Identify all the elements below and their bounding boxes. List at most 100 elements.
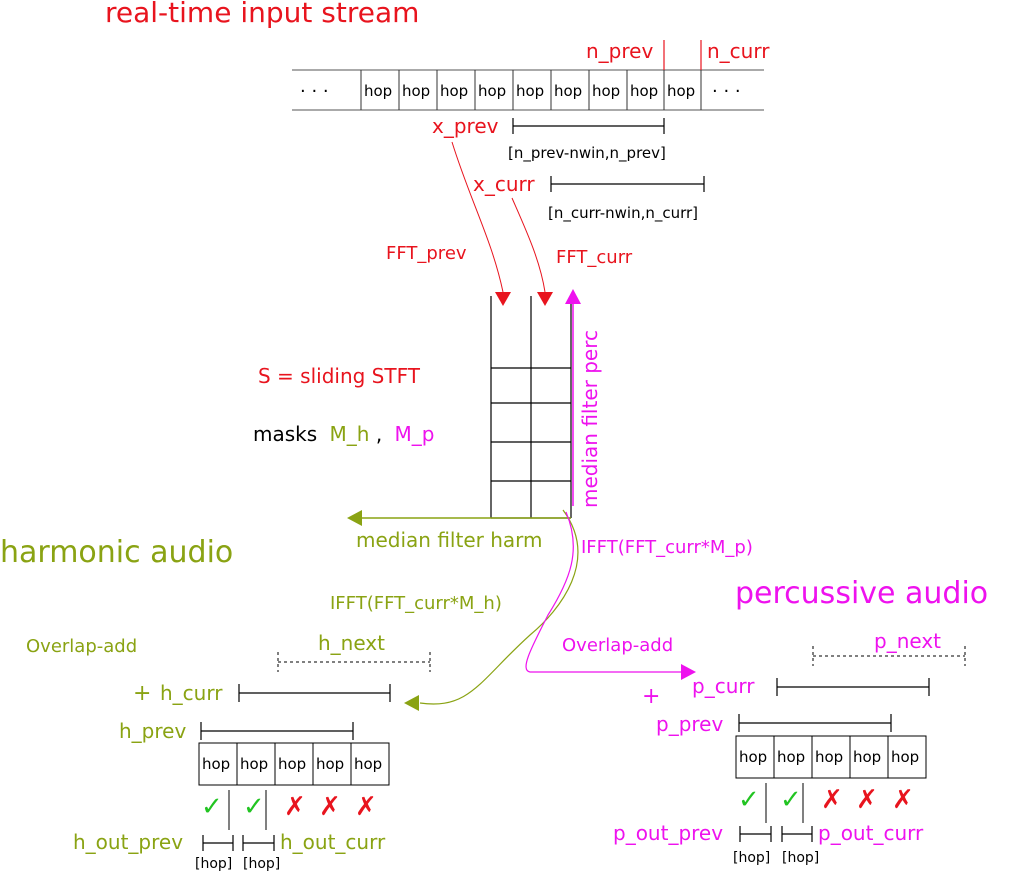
h-cross-1: ✗ [284,792,306,822]
stft-label: S = sliding STFT [258,364,421,388]
stft-grid [490,296,572,519]
p-hop-2: hop [777,748,805,766]
h-next-window [277,652,431,672]
h-curr-window [238,684,391,702]
p-cross-3: ✗ [892,785,914,815]
input-hop-1: hop [364,82,392,100]
p-out-prev-bracket [739,826,772,842]
p-hop-buffer [735,735,927,779]
input-hop-9: hop [667,82,695,100]
p-hop-3: hop [815,748,843,766]
fft-prev-arrowhead [495,292,511,306]
h-cross-3: ✗ [355,792,377,822]
harmonic-overlap-label: Overlap-add [26,636,137,657]
percussive-title: percussive audio [735,576,988,611]
p-hop-1: hop [739,748,767,766]
h-out-curr-bracket [242,835,275,851]
x-curr-window [550,176,705,192]
x-curr-range: [n_curr-nwin,n_curr] [548,204,698,223]
p-hop-bracket-2: [hop] [782,850,819,866]
p-curr-window [776,678,930,696]
p-cross-1: ✗ [821,785,843,815]
p-hop-labels: hop hop hop hop hop [739,748,919,766]
p-plus-sign: + [642,684,660,709]
p-hop-bracket-1: [hop] [733,850,770,866]
input-hop-6: hop [554,82,582,100]
p-prev-window [738,714,892,732]
percussive-ifft-label: IFFT(FFT_curr*M_p) [581,537,753,558]
input-hop-4: hop [478,82,506,100]
n-curr-label: n_curr [707,39,770,63]
p-cross-2: ✗ [856,785,878,815]
fft-curr-arrow [511,197,546,293]
h-out-prev-label: h_out_prev [73,830,183,854]
input-hop-labels: hop hop hop hop hop hop hop hop hop [364,82,695,100]
h-hop-3: hop [278,755,306,773]
harmonic-ifft-label: IFFT(FFT_curr*M_h) [330,593,502,614]
fft-prev-arrow [451,141,504,293]
masks-label: masks M_h , M_p [253,422,435,446]
input-hop-5: hop [516,82,544,100]
p-hop-5: hop [891,748,919,766]
median-harm-label: median filter harm [356,528,543,552]
fft-prev-label: FFT_prev [386,243,467,264]
x-prev-window [512,118,665,134]
p-out-curr-bracket [781,826,813,842]
h-curr-label: h_curr [160,681,223,705]
input-hop-7: hop [592,82,620,100]
h-next-label: h_next [318,631,385,655]
fft-curr-label: FFT_curr [556,247,633,268]
h-hop-bracket-2: [hop] [243,856,280,872]
p-check-2: ✓ [780,785,802,815]
h-hop-4: hop [316,755,344,773]
p-hop-4: hop [853,748,881,766]
input-hop-2: hop [402,82,430,100]
p-dividers [765,783,804,823]
h-dividers [228,790,267,830]
harmonic-ifft-arrowhead [404,695,419,711]
p-curr-label: p_curr [692,674,755,698]
p-check-1: ✓ [738,785,760,815]
input-ellipsis-left: · · · [300,81,329,102]
h-hop-bracket-1: [hop] [195,856,232,872]
n-prev-label: n_prev [586,39,653,63]
x-curr-label: x_curr [473,172,535,196]
p-next-window [812,646,966,666]
mask-h-label: M_h [330,422,370,446]
h-out-prev-bracket [202,835,234,851]
h-hop-5: hop [354,755,382,773]
mask-p-label: M_p [395,422,435,446]
p-next-label: p_next [874,629,941,653]
harmonic-title: harmonic audio [0,535,233,570]
h-check-2: ✓ [243,792,265,822]
input-stream-buffer [292,69,764,111]
h-check-1: ✓ [201,792,223,822]
p-out-prev-label: p_out_prev [613,821,723,845]
mask-comma: , [376,422,382,446]
h-plus-sign: + [133,681,151,706]
h-hop-labels: hop hop hop hop hop [202,755,382,773]
h-cross-2: ✗ [319,792,341,822]
h-prev-label: h_prev [119,719,186,743]
harmonic-ifft-arrow [419,509,579,705]
x-prev-range: [n_prev-nwin,n_prev] [508,144,666,163]
masks-prefix: masks [253,422,317,446]
median-perc-arrowhead [565,289,581,304]
p-prev-label: p_prev [656,712,723,736]
percussive-ifft-arrow [525,511,682,673]
fft-curr-arrowhead [537,292,553,306]
percussive-ifft-arrowhead [681,664,696,680]
median-harm-arrowhead [347,510,362,526]
median-perc-label: median filter perc [578,330,602,508]
h-hop-buffer [198,742,390,786]
h-hop-1: hop [202,755,230,773]
h-out-curr-label: h_out_curr [280,830,386,854]
percussive-overlap-label: Overlap-add [562,635,673,656]
x-prev-label: x_prev [432,114,499,138]
input-hop-8: hop [630,82,658,100]
input-ellipsis-right: · · · [712,81,741,102]
h-prev-window [200,722,354,740]
p-out-curr-label: p_out_curr [818,821,924,845]
input-hop-3: hop [440,82,468,100]
